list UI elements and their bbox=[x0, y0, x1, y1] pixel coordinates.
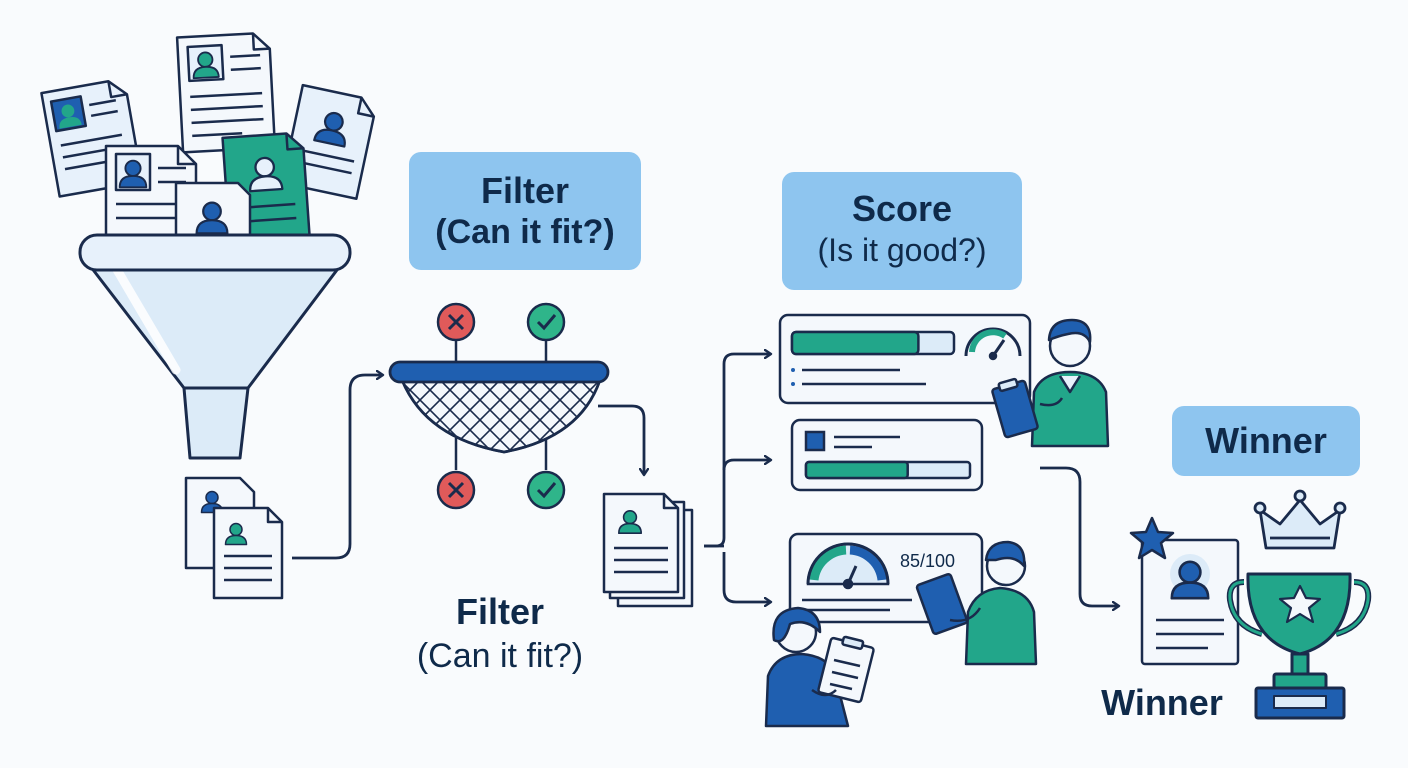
score-card-1 bbox=[778, 313, 1032, 405]
filter-tag-title: Filter bbox=[480, 170, 569, 211]
trophy-icon bbox=[1226, 572, 1372, 720]
x-icon bbox=[436, 470, 476, 510]
score-tag-title: Score bbox=[851, 188, 953, 229]
winner-tag-title: Winner bbox=[1205, 420, 1327, 461]
score-bar-1-fill bbox=[790, 330, 920, 356]
reviewer-person-1 bbox=[991, 318, 1110, 448]
flow-arrow bbox=[292, 375, 382, 560]
reviewer-person-2 bbox=[915, 540, 1038, 666]
resume-pile bbox=[40, 32, 376, 250]
crown-icon bbox=[1253, 489, 1347, 550]
clipboard-icon bbox=[991, 377, 1039, 439]
star-icon bbox=[1129, 516, 1175, 560]
filter-caption: Filter (Can it fit?) bbox=[380, 590, 620, 678]
clipboard-icon bbox=[817, 635, 875, 704]
funnel-icon bbox=[78, 233, 352, 460]
winner-tag: Winner bbox=[1172, 406, 1360, 476]
score-readout: 85/100 bbox=[900, 551, 955, 571]
filter-tag: Filter (Can it fit?) bbox=[409, 152, 641, 270]
resume-stack-filtered bbox=[602, 492, 694, 608]
resume-icon bbox=[175, 32, 277, 154]
score-card-2 bbox=[790, 418, 984, 492]
filter-tag-subtitle: (Can it fit?) bbox=[435, 213, 615, 251]
check-icon bbox=[526, 302, 566, 342]
score-tag: Score (Is it good?) bbox=[782, 172, 1022, 290]
flow-arrow bbox=[598, 404, 644, 474]
gauge-icon bbox=[806, 542, 890, 590]
winner-resume bbox=[1140, 538, 1240, 666]
tablet-icon bbox=[915, 573, 969, 635]
score-bar-2-fill bbox=[804, 460, 909, 480]
score-tag-subtitle: (Is it good?) bbox=[817, 232, 987, 268]
branch-arrows bbox=[704, 354, 770, 602]
x-icon bbox=[436, 302, 476, 342]
check-icon bbox=[526, 470, 566, 510]
filter-caption-title: Filter bbox=[455, 591, 544, 632]
gauge-icon bbox=[964, 327, 1022, 361]
resume-stack-small bbox=[184, 476, 284, 600]
resume-icon bbox=[104, 144, 198, 248]
winner-caption: Winner bbox=[1082, 682, 1242, 724]
reviewer-person-3 bbox=[764, 606, 875, 728]
filter-caption-subtitle: (Can it fit?) bbox=[416, 637, 584, 675]
flow-arrow bbox=[1040, 466, 1118, 606]
sieve-icon bbox=[388, 339, 610, 470]
winner-caption-text: Winner bbox=[1101, 682, 1223, 723]
